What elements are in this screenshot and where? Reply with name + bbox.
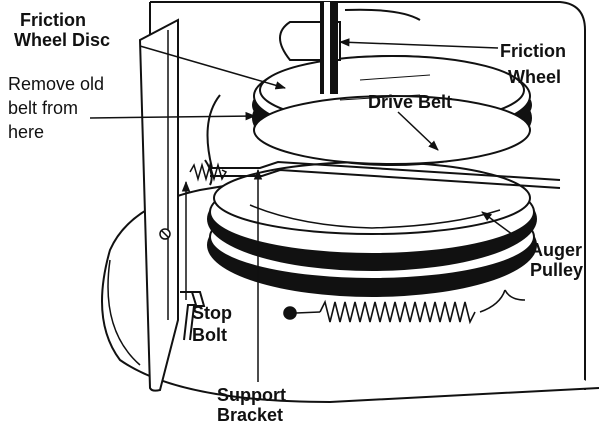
label-support-bracket-line1: Support <box>217 385 286 405</box>
leader-auger-pulley <box>481 211 521 241</box>
label-friction-wheel-disc-line2: Wheel Disc <box>14 30 111 50</box>
label-support-bracket-line2: Bracket <box>217 405 284 425</box>
label-friction-wheel-line2: Wheel <box>508 67 562 87</box>
label-auger-pulley-line2: Pulley <box>530 260 584 280</box>
label-stop-bolt-line1: Stop <box>192 303 232 323</box>
label-friction-wheel-line1: Friction <box>500 41 566 61</box>
label-remove-old-belt-line2: belt from <box>8 98 79 118</box>
leader-friction-wheel <box>338 38 499 49</box>
label-remove-old-belt: Remove old belt from here <box>8 72 104 144</box>
large-spring <box>283 289 526 325</box>
small-spring <box>189 162 228 182</box>
label-stop-bolt-line2: Bolt <box>192 325 227 345</box>
label-remove-old-belt-line3: here <box>8 122 45 142</box>
label-auger-pulley-line1: Auger <box>530 240 583 260</box>
stop-bolt-part <box>180 291 206 341</box>
label-friction-wheel-disc: Friction Wheel Disc <box>14 10 110 50</box>
label-stop-bolt: Stop Bolt <box>192 302 232 346</box>
side-panel <box>138 18 179 392</box>
label-support-bracket: Support Bracket <box>217 385 286 425</box>
leader-lines <box>89 38 521 382</box>
support-bracket-part <box>204 94 561 189</box>
auger-pulley-part <box>207 161 537 297</box>
friction-wheel-part <box>279 2 421 94</box>
label-drive-belt: Drive Belt <box>368 92 453 112</box>
label-friction-wheel-disc-line1: Friction <box>20 10 86 30</box>
leader-drive-belt <box>397 111 439 151</box>
label-auger-pulley: Auger Pulley <box>530 240 583 280</box>
label-remove-old-belt-line1: Remove old <box>8 74 105 94</box>
label-friction-wheel: Friction Wheel <box>500 38 566 90</box>
leader-friction-wheel-disc <box>139 45 287 90</box>
leader-remove-old-belt <box>89 111 257 121</box>
